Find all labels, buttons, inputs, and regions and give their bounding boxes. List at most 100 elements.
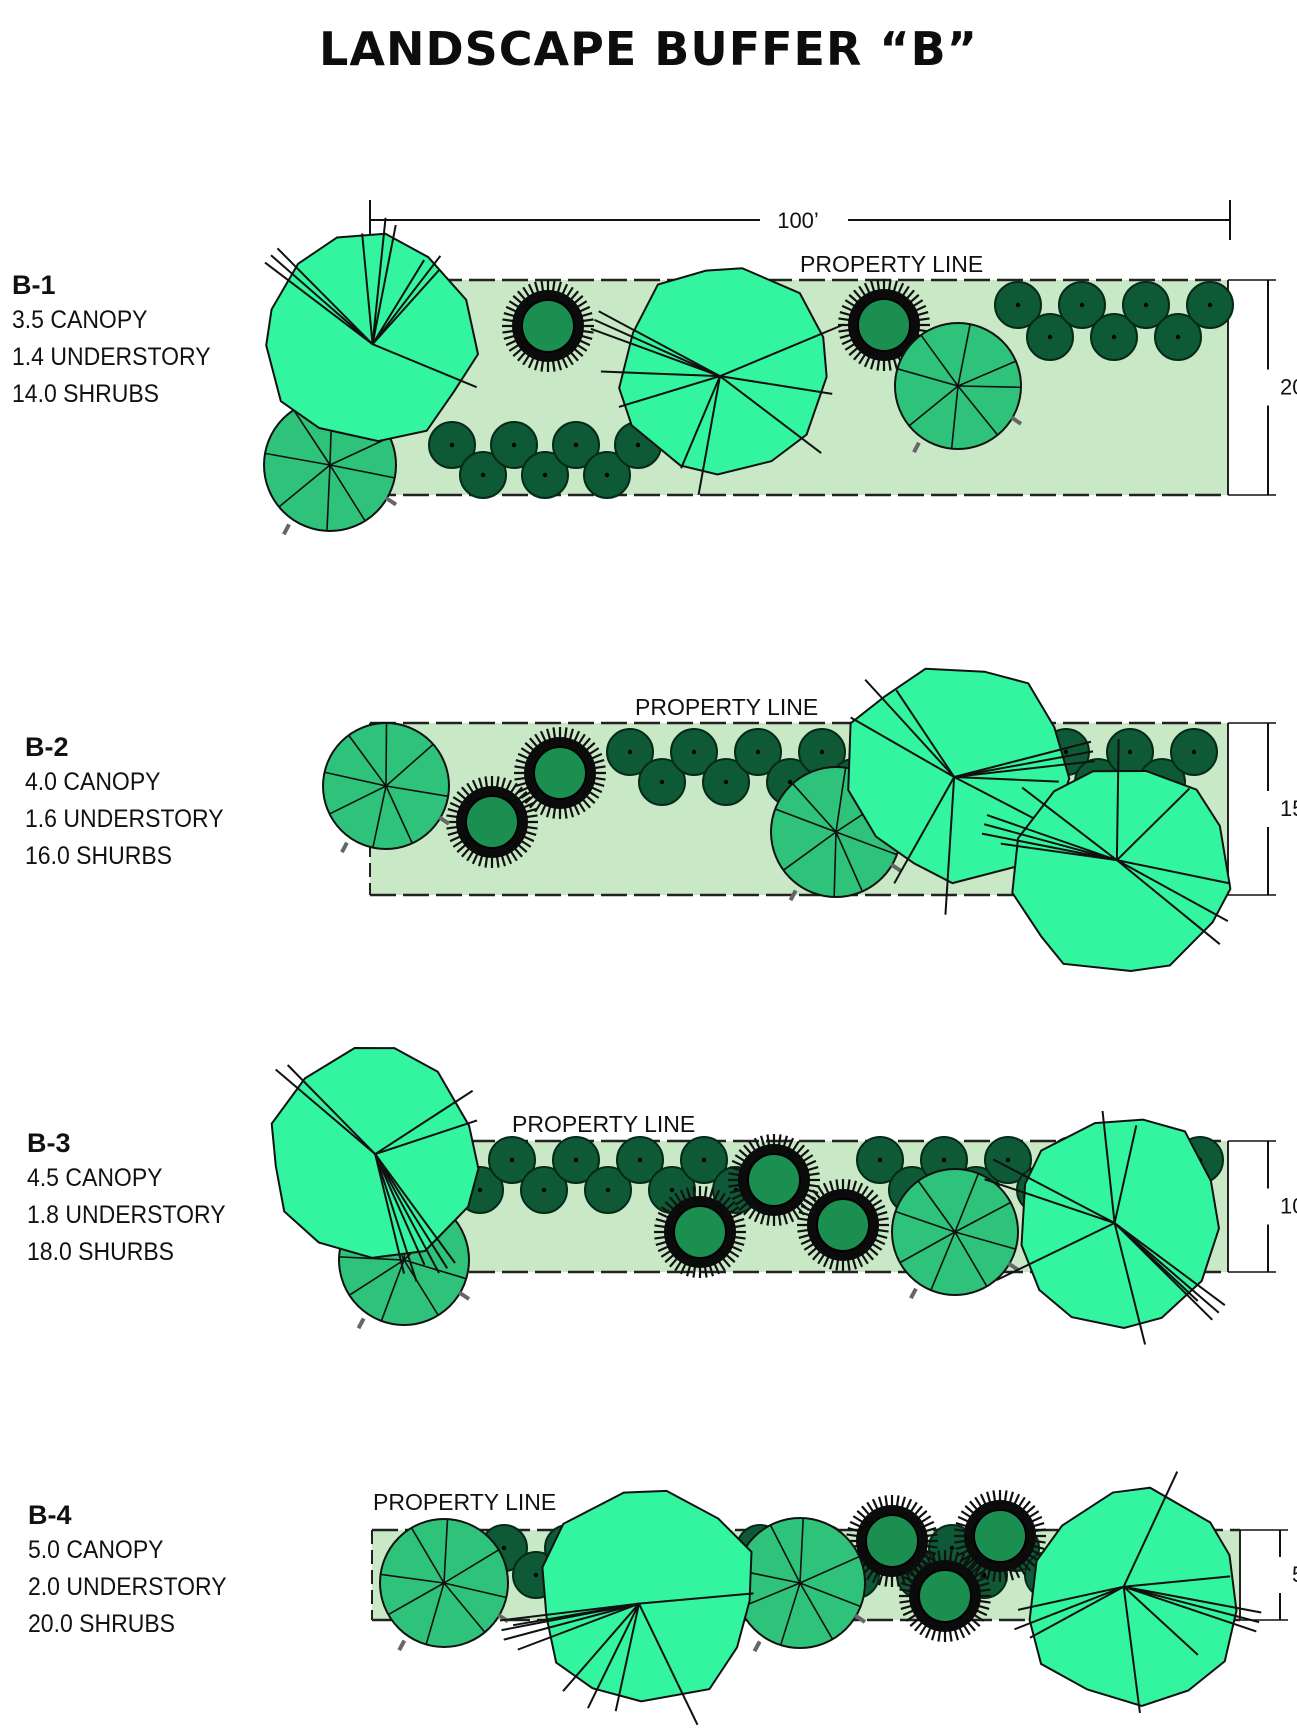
trunk-mark	[909, 1287, 918, 1300]
branch-line	[1113, 1222, 1226, 1307]
shrub-center	[604, 472, 610, 478]
branch-line	[950, 385, 959, 449]
shrub-center	[701, 1157, 707, 1163]
shrub-icon	[428, 421, 476, 469]
branch-line	[1021, 786, 1118, 861]
branch-line	[983, 823, 1118, 862]
shrub-center	[669, 1187, 675, 1193]
branch-line	[697, 375, 721, 496]
branch-line	[594, 318, 721, 378]
branch-line	[270, 254, 374, 345]
branch-line	[425, 1582, 445, 1645]
shrub-center	[1127, 749, 1133, 755]
evergreen-tree-icon	[728, 1134, 820, 1226]
understory-count: 1.6 UNDERSTORY	[25, 805, 224, 833]
branch-line	[953, 750, 1094, 778]
trunk-mark	[1007, 1261, 1020, 1272]
branch-line	[503, 1602, 640, 1641]
shrub-center	[1005, 1157, 1011, 1163]
branch-line	[372, 785, 387, 848]
overall-length-label: 100’	[777, 208, 819, 233]
branch-line	[835, 767, 847, 833]
branch-line	[1014, 1585, 1125, 1631]
shrub-icon	[1186, 281, 1234, 329]
width-label: 20’	[1280, 375, 1297, 400]
branch-line	[957, 385, 999, 436]
shrub-icon	[680, 1136, 728, 1184]
shrub-icon	[1170, 728, 1218, 776]
branch-line	[293, 409, 331, 466]
shrub-center	[637, 1157, 643, 1163]
shrub-icon	[1122, 281, 1170, 329]
branch-line	[371, 224, 397, 345]
branch-line	[984, 1178, 1115, 1224]
branch-line	[799, 1582, 861, 1608]
branch-line	[403, 1259, 467, 1280]
evergreen-tree-icon	[846, 1495, 938, 1587]
branch-line	[954, 1231, 1016, 1250]
canopy-tree-icon	[984, 1110, 1226, 1345]
branch-line	[443, 1582, 486, 1633]
branch-line	[953, 740, 1092, 778]
branch-line	[1113, 1222, 1147, 1345]
branch-line	[996, 1222, 1116, 1282]
shrub-icon	[521, 451, 569, 499]
evergreen-core	[816, 1198, 870, 1252]
trunk-mark	[912, 441, 921, 454]
understory-tree-icon	[891, 1168, 1020, 1300]
canopy-tree-icon	[847, 667, 1095, 915]
branch-line	[835, 831, 898, 856]
branch-line	[618, 375, 721, 408]
branch-line	[638, 1603, 699, 1726]
branch-line	[329, 436, 391, 466]
evergreen-tree-icon	[797, 1179, 889, 1271]
shrub-icon	[1026, 313, 1074, 361]
evergreen-tree-icon	[502, 280, 594, 372]
shrub-icon	[583, 451, 631, 499]
branch-line	[769, 1524, 801, 1584]
width-label: 10’	[1280, 1194, 1297, 1219]
branch-line	[944, 776, 956, 915]
branch-line	[920, 334, 959, 387]
evergreen-core	[521, 299, 575, 353]
evergreen-tree-icon	[899, 1550, 991, 1642]
shrub-icon	[459, 451, 507, 499]
branch-line	[403, 1259, 439, 1316]
branch-line	[1123, 1585, 1262, 1614]
shrub-count: 18.0 SHURBS	[27, 1238, 175, 1266]
shrub-icon	[606, 728, 654, 776]
shrub-icon	[584, 1166, 632, 1214]
branch-line	[1116, 859, 1231, 885]
overall-dimension: 100’	[369, 200, 1231, 240]
branch-line	[981, 832, 1118, 862]
branch-line	[1123, 1575, 1231, 1588]
shrub-icon	[552, 421, 600, 469]
shrub-center	[605, 1187, 611, 1193]
branch-line	[501, 1602, 640, 1632]
branch-line	[954, 1173, 980, 1233]
branch-line	[1113, 1222, 1213, 1321]
branch-line	[371, 255, 442, 345]
branch-line	[278, 464, 331, 508]
branch-line	[850, 716, 955, 778]
branch-line	[326, 464, 331, 531]
branch-line	[799, 1582, 834, 1640]
page-title: LANDSCAPE BUFFER “B”	[319, 22, 978, 76]
understory-tree-icon	[894, 322, 1023, 454]
branch-line	[1123, 1585, 1257, 1633]
evergreen-tree-icon	[838, 279, 930, 371]
branch-line	[443, 1549, 500, 1584]
shrub-icon	[984, 1136, 1032, 1184]
trunk-mark	[340, 841, 349, 854]
shrub-center	[573, 442, 579, 448]
shrub-center	[627, 749, 633, 755]
branch-line	[264, 452, 331, 466]
branch-line	[374, 1153, 440, 1274]
shrub-center	[573, 1157, 579, 1163]
branch-line	[371, 268, 441, 345]
trunk-mark	[397, 1639, 407, 1652]
evergreen-core	[918, 1569, 972, 1623]
shrub-icon	[1090, 313, 1138, 361]
branch-line	[371, 217, 387, 345]
branch-line	[719, 375, 822, 454]
